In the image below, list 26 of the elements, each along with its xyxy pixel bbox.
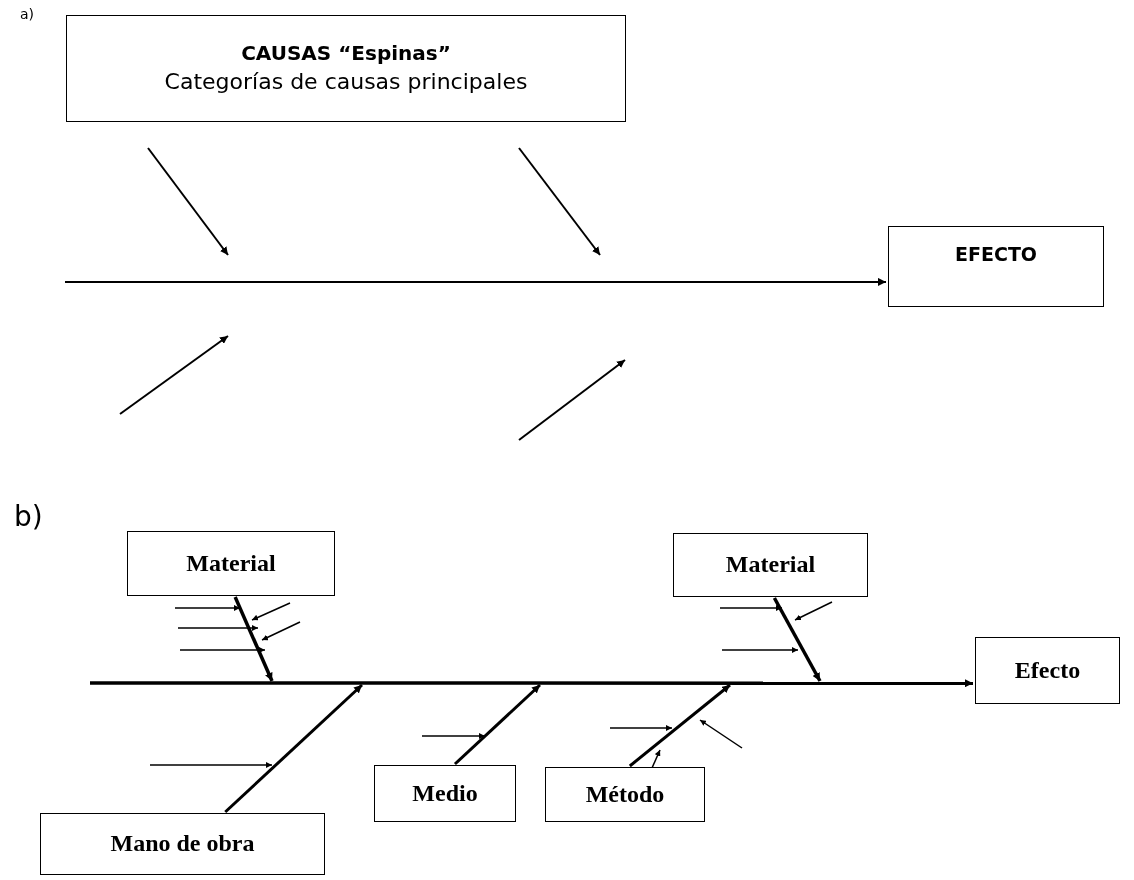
category-box [545, 767, 705, 822]
category-box [40, 813, 325, 875]
category-label: Material [186, 548, 276, 578]
category-label: Método [585, 779, 665, 809]
arrow [233, 596, 274, 682]
arrow [64, 277, 887, 286]
effect-label: EFECTO [955, 242, 1037, 267]
category-box [374, 765, 516, 822]
heading: CAUSAS “Espinas” [241, 40, 451, 68]
effect-box [975, 637, 1120, 704]
panel-label: b) [14, 500, 43, 533]
category-box [127, 531, 335, 596]
causes-box [66, 15, 626, 122]
arrow [90, 679, 973, 688]
effect-box [888, 226, 1104, 307]
arrow [772, 597, 822, 682]
category-label: Mano de obra [110, 829, 255, 859]
arrow [628, 683, 731, 768]
panel-label: a) [20, 6, 35, 22]
effect-label: Efecto [1014, 655, 1081, 685]
category-box [673, 533, 868, 597]
arrow [224, 683, 364, 814]
category-label: Material [725, 550, 816, 580]
category-label: Medio [412, 778, 478, 808]
subheading: Categorías de causas principales [164, 68, 528, 97]
arrow [453, 683, 542, 766]
